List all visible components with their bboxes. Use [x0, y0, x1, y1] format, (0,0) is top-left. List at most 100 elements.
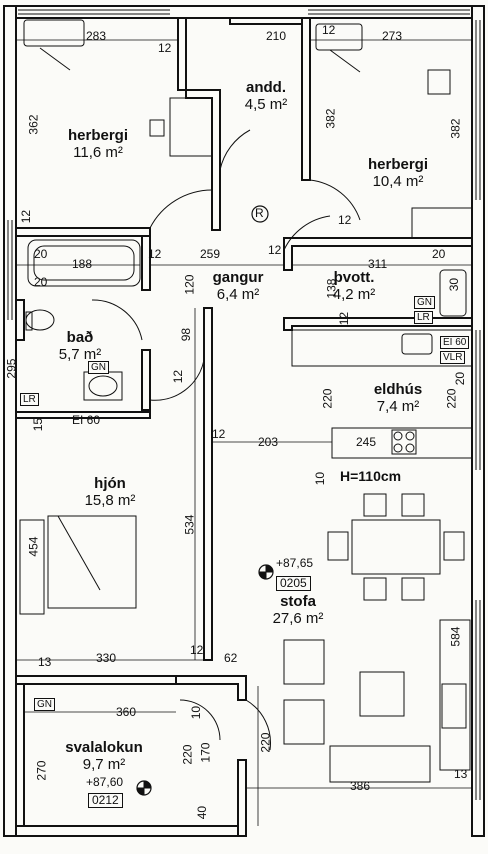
lr-tag: LR	[20, 393, 39, 406]
dimension: 220	[258, 732, 273, 753]
room-area: 27,6 m²	[272, 609, 324, 627]
dimension: 203	[258, 435, 279, 449]
room-name: bað	[66, 329, 94, 346]
dimension: 12	[19, 209, 34, 224]
room-name: eldhús	[373, 381, 423, 398]
dimension: 382	[323, 108, 338, 129]
dimension: 20	[432, 247, 446, 261]
room-eldhus: eldhús 7,4 m²	[373, 381, 423, 415]
fire-rating-tag: EI 60	[440, 336, 470, 349]
dimension: 188	[72, 257, 93, 271]
dimension: 170	[198, 742, 213, 763]
dimension: 15	[31, 417, 46, 432]
dimension: 12	[268, 243, 282, 257]
dimension: 386	[350, 779, 371, 793]
room-area: 6,4 m²	[216, 285, 260, 303]
gas-tag: GN	[414, 296, 435, 309]
dimension: 210	[266, 29, 287, 43]
fire-rating-label: EI 60	[72, 413, 101, 427]
dimension: 12	[337, 311, 352, 326]
dimension: 12	[158, 41, 172, 55]
room-name: stofa	[280, 593, 316, 610]
level-label: +87,60	[86, 775, 124, 789]
dimension: 12	[338, 213, 352, 227]
dimension: 98	[179, 327, 194, 342]
dimension: 40	[195, 805, 210, 820]
dimension: 138	[324, 278, 339, 299]
dimension-lines	[16, 39, 472, 826]
dimension: 12	[171, 369, 186, 384]
room-bad: bað 5,7 m²	[58, 329, 102, 363]
room-gangur: gangur 6,4 m²	[212, 269, 264, 303]
gas-tag: GN	[34, 698, 55, 711]
room-area: 15,8 m²	[84, 491, 136, 509]
room-name: herbergi	[67, 127, 129, 144]
dimension: 30	[447, 277, 462, 292]
door-swings	[91, 129, 361, 751]
room-name: herbergi	[367, 156, 429, 173]
room-area: 11,6 m²	[73, 143, 123, 161]
dimension: 10	[313, 471, 328, 486]
dimension: 245	[356, 435, 377, 449]
room-area: 9,7 m²	[82, 755, 126, 773]
dimension: 273	[382, 29, 403, 43]
dimension: 62	[224, 651, 238, 665]
dimension: 13	[38, 655, 52, 669]
gas-tag: GN	[88, 361, 109, 374]
dimension: 12	[148, 247, 162, 261]
room-name: þvott.	[333, 269, 375, 286]
room-name: gangur	[212, 269, 264, 286]
dimension: 382	[448, 118, 463, 139]
dimension: 20	[34, 275, 48, 289]
interior-walls	[15, 17, 473, 837]
level-label: +87,65	[276, 556, 314, 570]
dimension: 330	[96, 651, 117, 665]
dimension: 360	[116, 705, 137, 719]
room-herbergi-1: herbergi 11,6 m²	[67, 127, 129, 161]
dimension: 20	[34, 247, 48, 261]
dimension: 454	[26, 536, 41, 557]
room-name: andd.	[245, 79, 286, 96]
room-name: hjón	[94, 475, 126, 492]
dimension: 311	[368, 257, 388, 271]
room-area: 5,7 m²	[58, 345, 102, 363]
room-area: 4,5 m²	[244, 95, 288, 113]
lr-tag: LR	[414, 311, 433, 324]
dimension: 295	[4, 358, 19, 379]
height-note: H=110cm	[340, 468, 402, 484]
room-code: 0212	[88, 793, 123, 809]
dimension: 220	[180, 744, 195, 765]
room-name: svalalokun	[65, 739, 143, 756]
room-andd: andd. 4,5 m²	[244, 79, 288, 113]
dimension: 283	[86, 29, 107, 43]
dimension: 584	[448, 626, 463, 647]
dimension: 13	[454, 767, 468, 781]
room-code: 0205	[276, 576, 311, 592]
dimension: 12	[190, 643, 204, 657]
dimension: 220	[444, 388, 459, 409]
room-herbergi-2: herbergi 10,4 m²	[367, 156, 429, 190]
dimension: 534	[182, 514, 197, 535]
room-area: 7,4 m²	[376, 397, 420, 415]
room-thvott: þvott. 4,2 m²	[332, 269, 376, 303]
dimension: 270	[34, 760, 49, 781]
dimension: 10	[189, 705, 204, 720]
dimension: 12	[322, 23, 336, 37]
room-area: 10,4 m²	[372, 172, 424, 190]
dimension: 220	[320, 388, 335, 409]
room-stofa: stofa 27,6 m²	[272, 593, 324, 627]
vlr-tag: VLR	[440, 351, 466, 364]
window-strips	[7, 9, 481, 800]
room-hjon: hjón 15,8 m²	[84, 475, 136, 509]
riser-marker: R	[255, 206, 264, 220]
level-markers	[136, 205, 274, 796]
exterior-walls	[3, 5, 485, 837]
dimension: 120	[182, 274, 197, 295]
dimension: 362	[26, 114, 41, 135]
dimension: 20	[453, 371, 468, 386]
room-area: 4,2 m²	[332, 285, 376, 303]
dimension: 259	[200, 247, 221, 261]
room-svalalokun: svalalokun 9,7 m²	[65, 739, 143, 773]
dimension: 12	[212, 427, 226, 441]
